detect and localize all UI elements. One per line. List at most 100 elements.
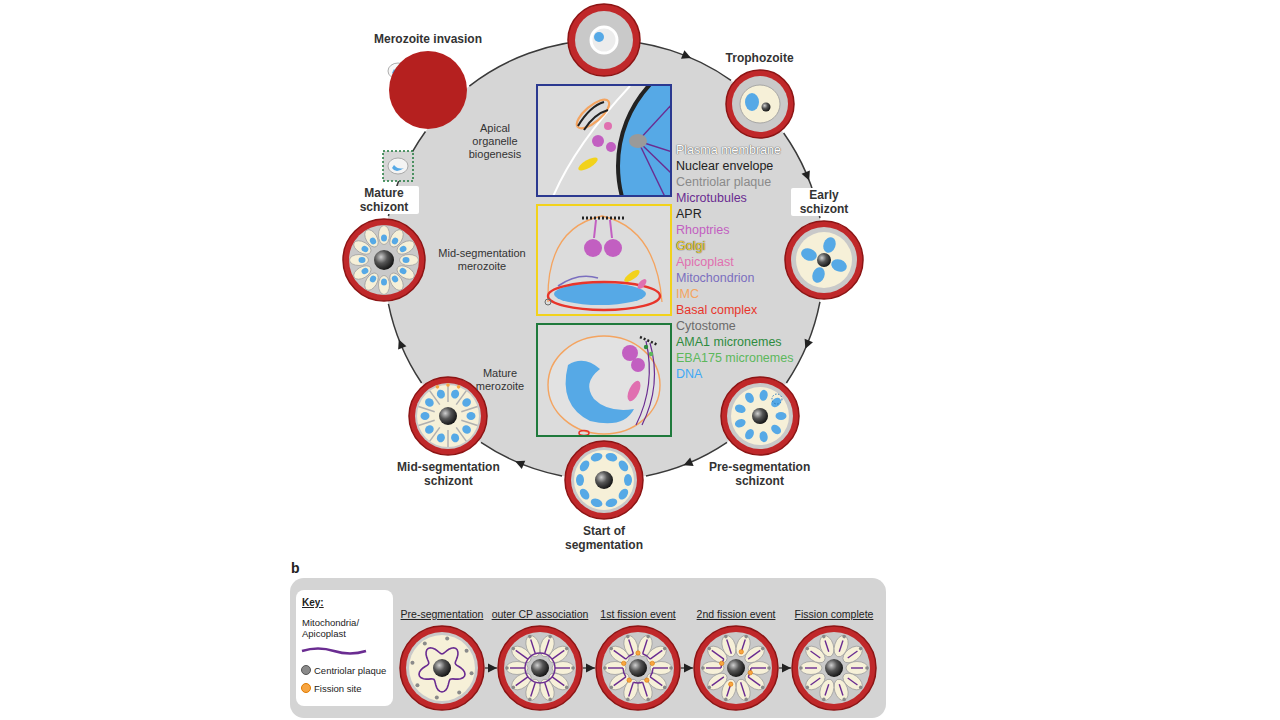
legend-row: Cytostome	[676, 318, 793, 334]
illustration-part	[733, 403, 746, 414]
legend-swatch: Rhoptries	[676, 223, 730, 237]
illustration-part	[546, 643, 571, 666]
illustration-part	[623, 268, 642, 284]
illustration-part	[448, 385, 450, 402]
illustration-part	[839, 684, 843, 695]
illustration-part	[435, 696, 439, 700]
key-box	[296, 590, 393, 706]
illustration-part	[388, 158, 408, 174]
illustration-part	[614, 677, 626, 686]
illustration-part	[360, 267, 369, 276]
illustration-part	[712, 650, 724, 659]
illustration-part	[399, 245, 408, 254]
illustration-part	[528, 698, 532, 702]
illustration-part	[708, 647, 712, 651]
illustration-part	[575, 11, 633, 69]
illustration-part	[604, 122, 612, 130]
legend-swatch: Cytostome	[676, 319, 736, 333]
illustration-part	[584, 239, 602, 257]
cell-illustration	[342, 218, 426, 302]
illustration-part	[433, 659, 451, 677]
stage-label: Merozoite invasion	[372, 32, 484, 46]
illustration-part	[552, 662, 574, 675]
illustration-part	[742, 643, 767, 666]
illustration-part	[626, 698, 630, 702]
legend-row: Basal complex	[676, 302, 793, 318]
illustration-part	[700, 632, 772, 704]
illustration-part	[552, 677, 564, 686]
illustration-part	[596, 626, 680, 710]
free-merozoite	[383, 151, 413, 181]
illustration-part	[743, 427, 755, 441]
illustration-part	[461, 423, 473, 435]
illustration-part	[594, 32, 604, 42]
illustration-part	[369, 275, 378, 284]
illustration-part	[653, 667, 668, 668]
cell-illustration	[538, 206, 670, 314]
step-heading: Fission complete	[795, 608, 874, 620]
illustration-part	[302, 684, 311, 693]
legend-row: Apicoplast	[676, 254, 793, 270]
legend-text: Plasma membrane	[676, 143, 781, 157]
illustration-part	[712, 677, 724, 686]
illustration-part	[436, 385, 440, 389]
illustration-part	[578, 102, 608, 130]
illustration-part	[409, 635, 475, 701]
illustration-part	[606, 142, 616, 152]
illustration-part	[610, 647, 614, 651]
illustration-part	[810, 265, 827, 284]
illustration-part	[604, 497, 618, 508]
illustration-part	[775, 412, 786, 420]
illustration-part	[817, 634, 836, 659]
illustration-part	[640, 337, 658, 345]
illustration-part	[419, 420, 435, 425]
illustration-part	[419, 406, 435, 411]
illustration-part	[848, 651, 858, 658]
illustration-part	[423, 641, 427, 645]
illustration-part	[650, 668, 653, 677]
legend-text: Microtubules	[676, 191, 747, 205]
illustration-part	[450, 388, 460, 399]
key-text: Mitochondria/ Apicoplast	[302, 617, 374, 639]
illustration-part	[767, 666, 771, 670]
illustration-part	[470, 671, 474, 675]
illustration-part	[848, 678, 858, 685]
stage-label: Mid-segmentation schizont	[387, 460, 509, 488]
illustration-part	[369, 236, 378, 245]
illustration-part	[389, 51, 467, 129]
illustration-part	[643, 654, 651, 659]
illustration-part	[450, 432, 460, 443]
illustration-part	[391, 275, 400, 284]
illustration-part	[417, 385, 479, 447]
illustration-part	[400, 626, 484, 710]
illustration-part	[421, 412, 430, 420]
illustration-part	[602, 632, 674, 704]
illustration-part	[410, 661, 414, 665]
fission-cell: 2nd fission event	[693, 625, 779, 711]
illustration-part	[595, 471, 613, 489]
key-heading: Key:	[302, 597, 324, 608]
illustration-part	[457, 385, 461, 389]
illustration-part	[802, 170, 810, 180]
legend-text: Basal complex	[676, 303, 757, 317]
illustration-part	[743, 391, 755, 405]
panel-b-band	[290, 578, 886, 718]
illustration-part	[594, 220, 612, 238]
legend-text: DNA	[676, 367, 702, 381]
cell-illustration	[497, 625, 583, 711]
illustration-part	[608, 667, 623, 668]
illustration-part	[578, 487, 592, 501]
illustration-part	[724, 635, 728, 639]
illustration-part	[633, 682, 642, 684]
legend-text: Cytostome	[676, 319, 736, 333]
illustration-part	[590, 497, 604, 508]
illustration-part	[811, 678, 821, 685]
step-arrow	[779, 664, 791, 673]
illustration-part	[761, 686, 765, 690]
illustration-part	[636, 341, 655, 425]
illustration-part	[461, 396, 473, 408]
illustration-part	[636, 677, 655, 702]
illustration-part	[798, 632, 870, 704]
illustration-part	[552, 650, 564, 659]
illustration-part	[799, 246, 818, 263]
